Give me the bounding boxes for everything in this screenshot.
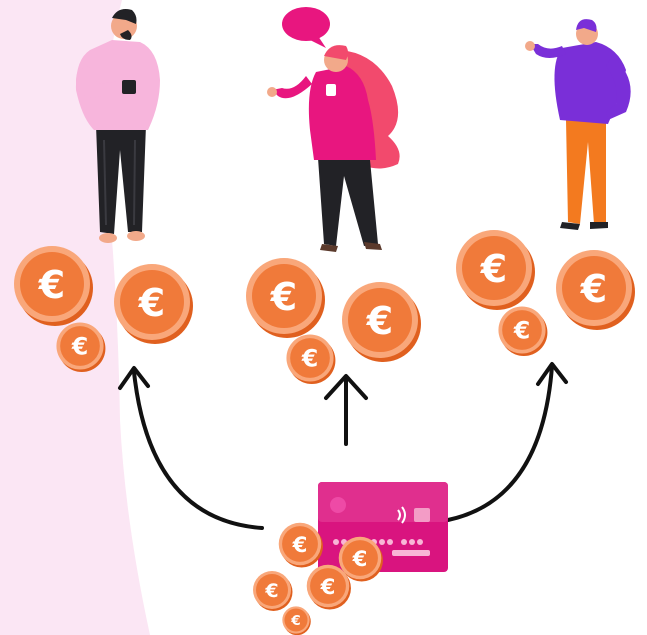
euro-coin-icon: € [278,522,323,568]
coin-symbol: € [290,613,301,629]
euro-coin-icon: € [456,230,535,310]
euro-coin-icon: € [14,246,93,326]
coin-symbol: € [292,533,308,558]
person-right [525,19,631,230]
coin-symbol: € [38,263,65,307]
coin-symbol: € [301,345,318,373]
euro-coin-icon: € [286,334,336,385]
person-left [75,9,160,243]
euro-coin-icon: € [246,258,325,338]
contactless-icon [397,506,406,524]
euro-coin-icon: € [498,306,548,357]
coin-symbol: € [580,267,607,311]
coin-symbol: € [264,580,278,602]
euro-coin-icon: € [114,264,193,344]
euro-coin-icon: € [56,322,106,373]
coin-symbol: € [366,299,393,343]
bank-card-icon [318,482,448,572]
arrow-right [446,362,568,522]
coin-symbol: € [320,575,336,600]
euro-coin-icon: € [556,250,635,330]
speech-bubble-icon [282,7,330,48]
coin-symbol: € [352,547,368,572]
coin-symbol: € [138,281,165,325]
euro-coin-icon: € [282,606,311,635]
euro-coin-icon: € [338,536,383,582]
euro-coin-icon: € [253,571,293,611]
coin-symbol: € [71,333,88,361]
arrow-left [118,366,264,530]
euro-coin-icon: € [306,564,351,610]
coin-symbol: € [270,275,297,319]
coin-symbol: € [480,247,507,291]
euro-coin-icon: € [342,282,421,362]
person-middle [267,7,400,252]
coin-symbol: € [513,317,530,345]
arrow-middle [324,374,368,446]
